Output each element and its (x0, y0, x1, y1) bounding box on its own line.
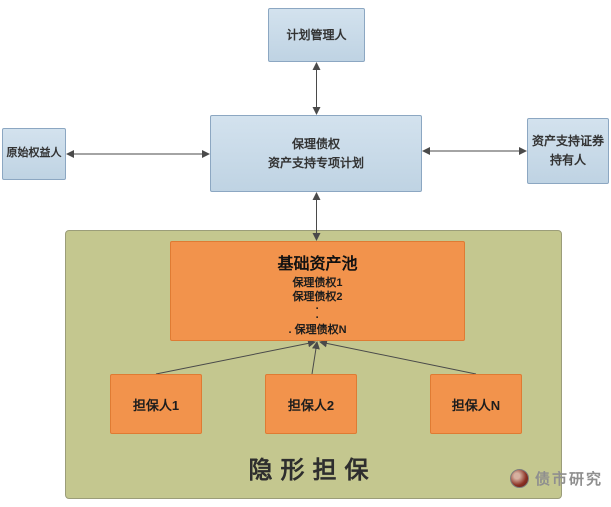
asset-pool-item-n: . 保理债权N (288, 324, 347, 337)
watermark-label: 债市研究 (534, 471, 603, 488)
guarantor-2-label: 担保人2 (287, 397, 335, 413)
node-guarantor-1: 担保人1 (110, 374, 202, 434)
node-guarantor-n: 担保人N (430, 374, 522, 434)
guarantor-n-label: 担保人N (451, 397, 501, 413)
guarantor-1-label: 担保人1 (132, 397, 180, 413)
node-guarantor-2: 担保人2 (265, 374, 357, 434)
asset-pool-item-1: 保理债权1 (292, 277, 343, 289)
abs-holders-label: 资产支持证券持有人 (532, 134, 605, 167)
asset-pool-ellipsis-dot-1: · (315, 302, 320, 315)
asset-pool-title: 基础资产池 (277, 256, 358, 273)
hidden-guarantee-caption: 隐形担保 (248, 457, 377, 484)
plan-manager-label: 计划管理人 (286, 27, 347, 42)
spv-label-line2: 资产支持专项计划 (267, 155, 364, 170)
spv-label-line1: 保理债权 (291, 136, 340, 151)
node-abs-holders: 资产支持证券持有人 (527, 118, 609, 184)
watermark: 债市研究 (509, 468, 603, 489)
node-plan-manager: 计划管理人 (268, 8, 365, 62)
asset-pool-item-2: 保理债权2 (292, 290, 343, 303)
originator-label: 原始权益人 (6, 147, 62, 160)
node-originator: 原始权益人 (2, 128, 66, 180)
wechat-seal-icon (509, 469, 529, 488)
asset-pool-ellipsis-dot-2: · (315, 312, 320, 325)
node-spv: 保理债权 资产支持专项计划 (210, 115, 422, 192)
node-asset-pool: 基础资产池 保理债权1 保理债权2 · · . 保理债权N (170, 241, 465, 341)
